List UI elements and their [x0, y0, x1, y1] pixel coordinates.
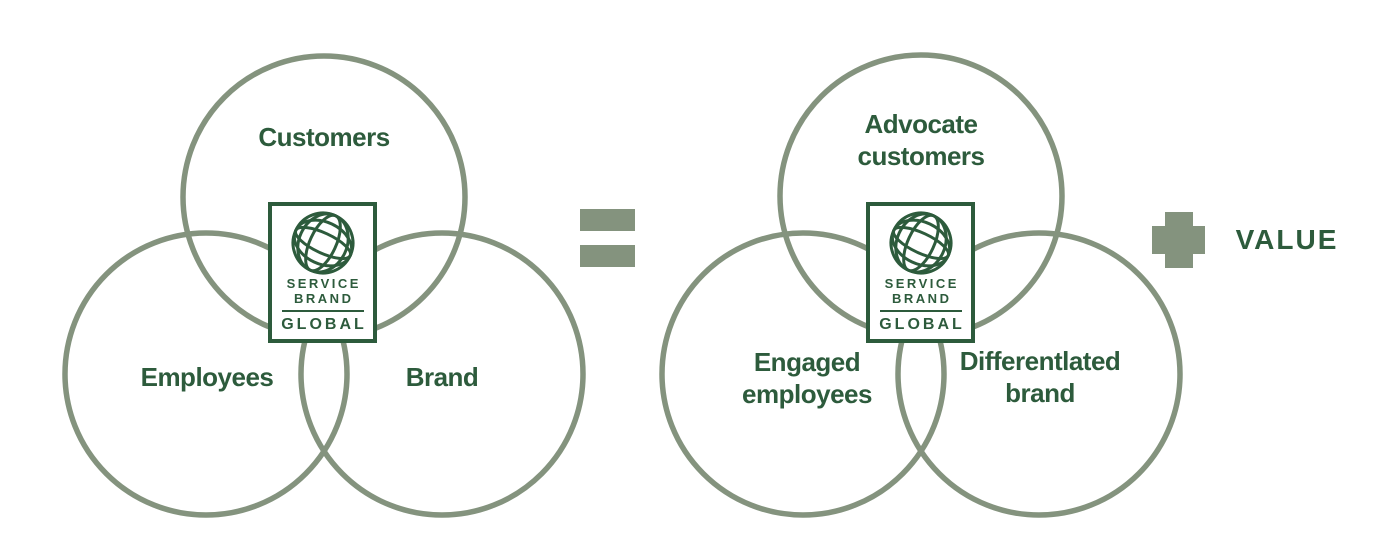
engaged-employees-label-line1: Engaged [753, 347, 861, 377]
differentiated-brand-label-line1: Differentlated [959, 346, 1121, 376]
differentiated-brand-circle [895, 230, 1183, 518]
engaged-employees-label-line2: employees [742, 379, 872, 409]
logo-word-service: SERVICE [884, 276, 959, 291]
plus-icon [1152, 212, 1205, 268]
globe-icon [889, 211, 952, 275]
employees-label: Employees [140, 362, 274, 392]
advocate-customers-label-line2: customers [857, 141, 986, 171]
engaged-employees-label: Engaged employees [742, 346, 872, 410]
equals-icon [580, 209, 635, 267]
differentiated-brand-label-line2: brand [1005, 378, 1075, 408]
globe-icon [291, 211, 354, 275]
brand-circle [298, 230, 586, 518]
engaged-employees-circle [659, 230, 947, 518]
logo-word-brand: BRAND [892, 291, 952, 306]
brand-label: Brand [405, 362, 479, 392]
employees-circle [62, 230, 350, 518]
logo-word-service: SERVICE [286, 276, 361, 291]
differentiated-brand-label: Differentlated brand [960, 345, 1121, 409]
logo-divider [879, 310, 962, 312]
service-brand-global-logo: SERVICE BRAND GLOBAL [866, 202, 975, 343]
advocate-customers-label: Advocate customers [857, 108, 986, 172]
logo-divider [281, 310, 364, 312]
logo-word-brand: BRAND [294, 291, 354, 306]
advocate-customers-label-line1: Advocate [864, 109, 978, 139]
customers-label: Customers [258, 122, 390, 152]
logo-word-global: GLOBAL [281, 316, 367, 333]
service-brand-global-logo: SERVICE BRAND GLOBAL [268, 202, 377, 343]
logo-word-global: GLOBAL [879, 316, 965, 333]
value-label: VALUE [1235, 224, 1339, 255]
